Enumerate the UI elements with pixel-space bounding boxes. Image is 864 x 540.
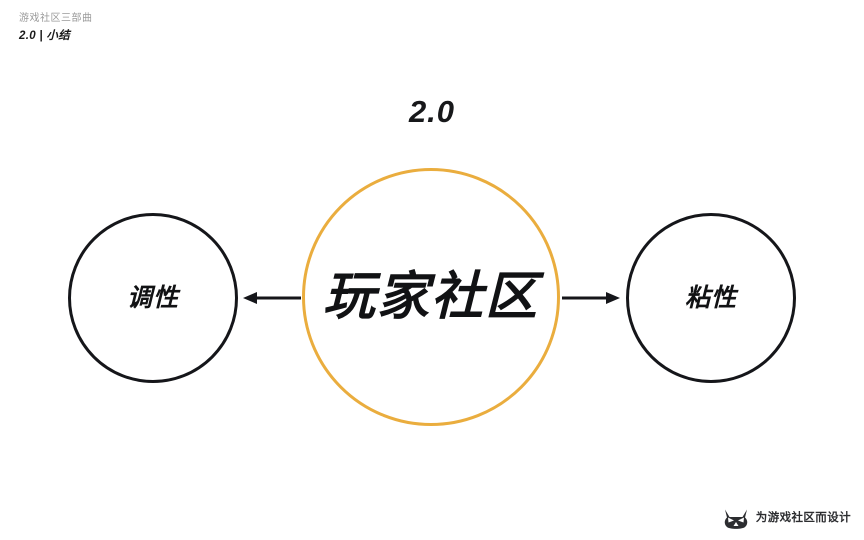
footer-brand: 为游戏社区而设计	[723, 508, 851, 530]
node-right-label: 粘性	[684, 283, 737, 312]
header-series-kicker: 游戏社区三部曲	[19, 13, 93, 24]
arrow-right-icon	[562, 288, 620, 308]
node-left-circle[interactable]: 调性	[68, 213, 238, 383]
node-center-circle[interactable]: 玩家社区	[302, 168, 560, 426]
slide-header: 游戏社区三部曲 2.0 | 小结	[19, 14, 93, 43]
header-section-title: 2.0 | 小结	[19, 30, 70, 42]
footer-tagline: 为游戏社区而设计	[755, 512, 851, 525]
page-title: 2.0	[408, 94, 456, 129]
node-right-circle[interactable]: 粘性	[626, 213, 796, 383]
node-left-label: 调性	[126, 283, 179, 312]
node-center-label: 玩家社区	[322, 268, 539, 326]
arrow-left-icon	[243, 288, 301, 308]
cat-head-logo-icon	[724, 509, 748, 529]
